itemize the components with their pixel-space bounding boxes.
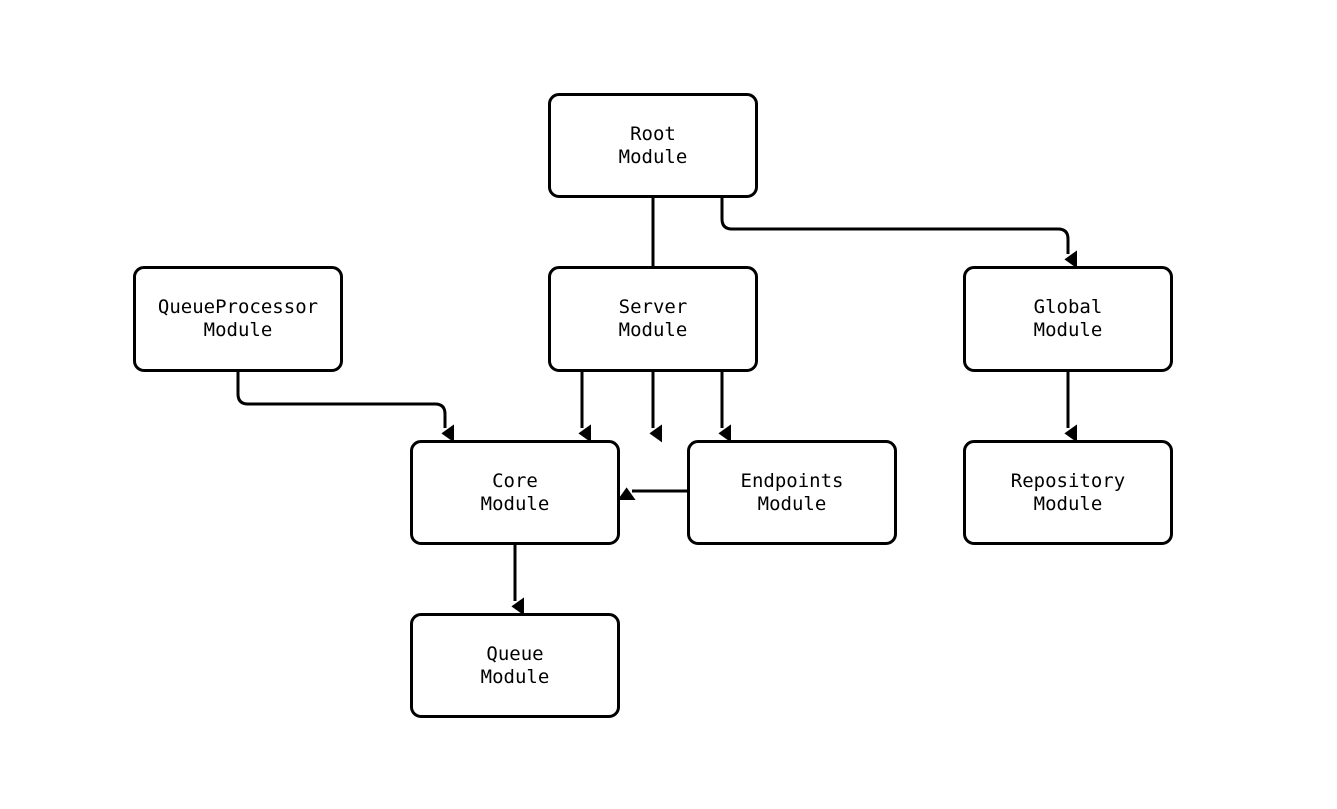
node-queue-label: Queue Module — [480, 642, 550, 688]
node-endpoints[interactable]: Endpoints Module — [687, 440, 897, 545]
node-repository-label: Repository Module — [1010, 469, 1126, 515]
node-queueprocessor-label: QueueProcessor Module — [157, 296, 319, 341]
node-endpoints-label: Endpoints Module — [740, 469, 844, 515]
node-core-label: Core Module — [480, 469, 550, 515]
node-core[interactable]: Core Module — [410, 440, 620, 545]
node-queue[interactable]: Queue Module — [410, 613, 620, 718]
node-global[interactable]: Global Module — [963, 266, 1173, 372]
edge-root-global — [720, 198, 1077, 269]
node-global-label: Global Module — [1033, 296, 1103, 341]
node-repository[interactable]: Repository Module — [963, 440, 1173, 545]
node-server[interactable]: Server Module — [548, 266, 758, 372]
node-server-label: Server Module — [618, 296, 688, 341]
node-root-label: Root Module — [618, 122, 688, 168]
node-root[interactable]: Root Module — [548, 93, 758, 198]
node-queueprocessor[interactable]: QueueProcessor Module — [133, 266, 343, 372]
edge-queueprocessor-core — [236, 372, 454, 443]
